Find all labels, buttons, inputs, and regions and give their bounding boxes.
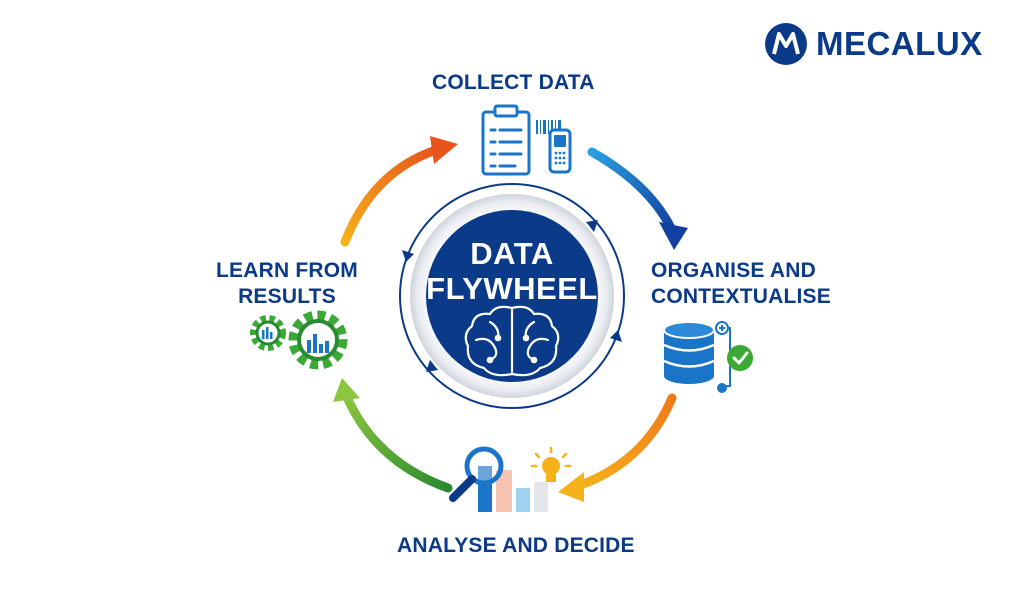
brand-logo: MECALUX: [764, 22, 983, 66]
magnifier-chart-bulb-icon: [449, 446, 572, 512]
lightbulb-icon: [530, 446, 572, 482]
database-icon: [663, 321, 715, 384]
handheld-scanner-icon: [548, 128, 572, 174]
inner-arrowhead-right: [610, 330, 622, 342]
small-gear-icon: [250, 315, 286, 351]
brand-name: MECALUX: [816, 25, 983, 62]
clipboard-scanner-icon: [481, 104, 572, 176]
brain-icon: [464, 305, 560, 377]
stage-label-learn: LEARN FROM RESULTS: [216, 258, 358, 310]
gears-chart-icon: [250, 310, 348, 370]
stage-label-learn-line1: LEARN FROM: [216, 259, 358, 282]
stage-label-learn-line2: RESULTS: [238, 285, 336, 308]
center-title-line1: DATA: [470, 236, 554, 271]
inner-arrowhead-left: [402, 250, 414, 262]
large-gear-icon: [288, 310, 348, 370]
database-check-icon: [663, 321, 753, 393]
cycle-arrow-organise-to-analyse: [558, 393, 677, 502]
stage-label-organise-line2: CONTEXTUALISE: [651, 285, 831, 308]
cycle-arrow-learn-to-collect: [340, 136, 458, 247]
stage-label-collect: COLLECT DATA: [432, 70, 595, 96]
stage-label-analyse-line1: ANALYSE AND DECIDE: [397, 534, 635, 557]
inner-arrowhead-top: [586, 220, 598, 232]
magnifier-icon: [449, 446, 504, 502]
cycle-arrow-collect-to-organise: [587, 147, 688, 250]
inner-arrowhead-bottom: [426, 360, 438, 372]
check-icon: [727, 345, 753, 371]
mecalux-logo-icon: [765, 23, 807, 65]
stage-label-analyse: ANALYSE AND DECIDE: [397, 533, 635, 559]
barcode-icon: [536, 120, 561, 134]
center-title: DATA FLYWHEEL: [412, 236, 612, 306]
stage-label-organise: ORGANISE AND CONTEXTUALISE: [651, 258, 831, 310]
cycle-arrow-analyse-to-learn: [333, 378, 453, 493]
center-flywheel: [399, 183, 625, 409]
center-title-line2: FLYWHEEL: [426, 271, 598, 306]
stage-label-organise-line1: ORGANISE AND: [651, 259, 816, 282]
stage-label-collect-line1: COLLECT DATA: [432, 71, 595, 94]
